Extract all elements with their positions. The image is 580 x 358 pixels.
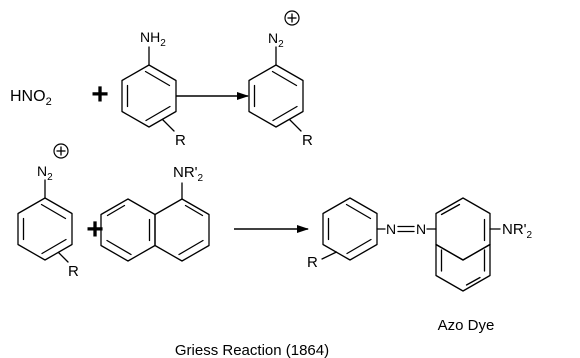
- diazonium-reactant-group-label: N2: [37, 163, 53, 183]
- product-nr2-label: NR'2: [502, 221, 533, 241]
- naphthalene-right-ring: [154, 198, 210, 262]
- diazonium-reactant-r-label: R: [68, 263, 79, 280]
- diazonium-reactant-inner-bond: [41, 238, 67, 255]
- naphthalene-inner-bond: [184, 204, 204, 217]
- aniline-benzene-ring: [121, 64, 177, 128]
- diazonium-reactant-group-subscript: 2: [47, 172, 53, 183]
- diazonium-benzene-ring: [248, 64, 304, 128]
- product-naphthalene-inner-bond: [440, 203, 461, 216]
- diazonium-reactant-inner-bond: [40, 203, 67, 220]
- diazonium-inner-bond: [272, 105, 298, 122]
- azo-dye-molecule: R N N NR'2: [307, 197, 533, 292]
- product-naphthalene-bottom-ring: [435, 243, 491, 292]
- aniline-inner-bond: [145, 105, 171, 122]
- product-nr2-text: NR': [502, 221, 527, 238]
- aniline-amine-text: NH: [140, 29, 160, 45]
- step2-reaction: N2 R + NR'2: [17, 143, 533, 334]
- naphthalene-left-ring: [100, 198, 156, 262]
- aniline-inner-bond: [144, 70, 171, 87]
- step1-reaction: HNO2 + NH2 R N2: [10, 10, 313, 149]
- diazonium-inner-bond: [271, 70, 298, 87]
- aniline-r-bond: [161, 118, 175, 132]
- naphthalene-inner-bond: [178, 239, 204, 256]
- naphthylamine-group-label: NR'2: [173, 164, 204, 184]
- diazonium-r-bond: [288, 118, 302, 132]
- plus-sign-1: +: [91, 78, 109, 111]
- product-phenyl-ring: [322, 197, 378, 261]
- plus-sign-2: +: [86, 213, 104, 246]
- diazonium-reactant-molecule: N2 R: [17, 143, 79, 280]
- product-r-bond: [321, 251, 338, 260]
- scheme-caption: Griess Reaction (1864): [175, 342, 329, 358]
- diazonium-reactant-benzene-ring: [17, 197, 73, 261]
- aniline-r-label: R: [175, 132, 186, 149]
- azo-right-nitrogen: N: [416, 221, 426, 237]
- diazonium-group-text: N: [268, 30, 278, 46]
- nitrous-acid-subscript: 2: [46, 96, 52, 108]
- positive-charge-icon: [284, 10, 300, 26]
- product-phenyl-inner-bond: [346, 238, 372, 255]
- positive-charge-icon: [53, 143, 69, 159]
- product-naphthalene-top-ring: [435, 197, 491, 261]
- product-nr2-subscript: 2: [527, 230, 533, 241]
- naphthylamine-molecule: NR'2: [100, 164, 210, 262]
- naphthylamine-group-subscript: 2: [198, 173, 204, 184]
- aniline-amine-subscript: 2: [160, 38, 166, 49]
- aniline-amine-label: NH2: [140, 29, 166, 49]
- diazonium-reactant-group-text: N: [37, 163, 47, 179]
- diazonium-r-label: R: [302, 132, 313, 149]
- product-name-label: Azo Dye: [438, 317, 495, 334]
- nitrous-acid-label: HNO2: [10, 88, 52, 108]
- nitrous-acid-formula: HNO: [10, 88, 46, 105]
- naphthalene-inner-bond: [106, 204, 126, 217]
- diazonium-group-label: N2: [268, 30, 284, 50]
- product-naphthalene-inner-bond: [465, 276, 481, 286]
- naphthalene-inner-bond: [106, 239, 132, 256]
- diazonium-reactant-r-bond: [57, 251, 69, 263]
- diazonium-group-subscript: 2: [278, 39, 284, 50]
- aniline-molecule: NH2 R: [121, 29, 186, 149]
- diazonium-molecule: N2 R: [248, 10, 313, 149]
- azo-left-nitrogen: N: [386, 221, 396, 237]
- product-r-label: R: [307, 254, 318, 271]
- naphthylamine-group-text: NR': [173, 164, 198, 181]
- product-phenyl-inner-bond: [345, 203, 372, 220]
